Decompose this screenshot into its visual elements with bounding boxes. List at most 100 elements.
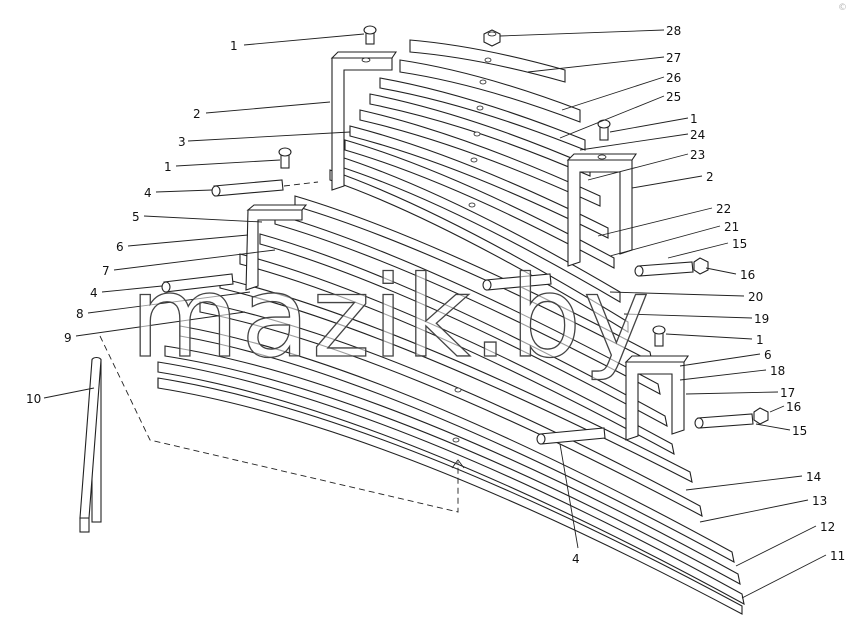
leader-lines xyxy=(43,29,827,599)
callout-24: 24 xyxy=(690,128,705,142)
callout-23: 23 xyxy=(690,148,705,162)
leaf-17 xyxy=(274,213,661,396)
clamp-mid-left xyxy=(245,204,308,291)
nut-body xyxy=(753,407,769,425)
callout-2: 2 xyxy=(193,107,201,121)
clamp-upper-right xyxy=(566,153,638,267)
callout-26: 26 xyxy=(666,71,681,85)
nut-28 xyxy=(483,29,501,47)
assembly-arrow xyxy=(451,459,465,469)
callout-15: 15 xyxy=(732,237,747,251)
leaf-19 xyxy=(329,169,629,333)
callout-14: 14 xyxy=(806,470,821,484)
bolt-1-lower xyxy=(652,325,666,347)
callout-16: 16 xyxy=(740,268,755,282)
callout-25: 25 xyxy=(666,90,681,104)
leaf-11 xyxy=(157,361,745,606)
callout-21: 21 xyxy=(724,220,739,234)
clamp-top xyxy=(330,51,398,59)
callout-12: 12 xyxy=(820,520,835,534)
center-hole xyxy=(484,57,492,63)
callout-5: 5 xyxy=(132,210,140,224)
pin-end xyxy=(634,265,644,277)
pin-4-bottom xyxy=(536,427,606,445)
clamp-upper-left xyxy=(330,51,398,191)
bolt-thread xyxy=(79,517,90,533)
pin-center-upper xyxy=(482,273,552,291)
callout-28: 28 xyxy=(666,24,681,38)
pin-15-upper xyxy=(634,261,694,277)
callout-4: 4 xyxy=(144,186,152,200)
nut-body xyxy=(693,257,709,275)
leaf-14 xyxy=(219,277,693,484)
leaf-20 xyxy=(337,155,621,303)
leaf-12 xyxy=(164,345,741,586)
leaf-24 xyxy=(369,93,591,177)
callout-6: 6 xyxy=(764,348,772,362)
center-hole xyxy=(479,79,487,85)
clamp-body xyxy=(625,361,685,441)
center-hole xyxy=(468,202,476,208)
center-hole xyxy=(470,157,478,163)
callout-9: 9 xyxy=(64,331,72,345)
center-hole xyxy=(454,387,462,393)
callout-1: 1 xyxy=(756,333,764,347)
clamp-lower-right xyxy=(624,355,690,441)
pin-15-lower xyxy=(694,413,754,429)
callout-labels: 1 2 3 1 4 5 6 7 4 8 9 10 28 27 26 25 1 2… xyxy=(26,24,845,566)
callout-19: 19 xyxy=(754,312,769,326)
pin-body xyxy=(213,179,284,197)
callout-11: 11 xyxy=(830,549,845,563)
callout-15: 15 xyxy=(792,424,807,438)
corner-mark: © xyxy=(838,3,847,13)
bolt-1-left xyxy=(278,147,292,169)
leaf-23 xyxy=(359,109,601,207)
leaf-13a xyxy=(199,301,703,518)
pin-end xyxy=(211,185,221,197)
leaf-15 xyxy=(239,253,675,456)
callout-4: 4 xyxy=(572,552,580,566)
nut-16-upper xyxy=(693,257,709,275)
clamp-top xyxy=(624,355,690,363)
leaf-16 xyxy=(259,233,668,428)
leaf-26 xyxy=(399,59,581,123)
nut-16-lower xyxy=(753,407,769,425)
assembly-path xyxy=(99,335,459,513)
leaf-11-lower xyxy=(157,377,743,615)
callout-6: 6 xyxy=(116,240,124,254)
leaf-13 xyxy=(179,325,735,564)
pin-axis xyxy=(283,181,319,187)
clamp-top xyxy=(246,204,308,211)
callout-10: 10 xyxy=(26,392,41,406)
callout-7: 7 xyxy=(102,264,110,278)
clamp-hole xyxy=(597,154,607,160)
callout-13: 13 xyxy=(812,494,827,508)
watermark: mazik.by xyxy=(130,253,651,383)
bolt-outline xyxy=(79,359,102,519)
bolt-head xyxy=(363,25,377,35)
rear-leaf-pack xyxy=(329,39,629,333)
bolt-head xyxy=(278,147,292,157)
callout-8: 8 xyxy=(76,307,84,321)
center-hole xyxy=(452,437,460,443)
pin-end xyxy=(482,279,492,291)
bolt-head xyxy=(652,325,666,335)
callout-1: 1 xyxy=(164,160,172,174)
center-hole xyxy=(476,105,484,111)
callout-3: 3 xyxy=(178,135,186,149)
callout-20: 20 xyxy=(748,290,763,304)
bolt-1-right xyxy=(597,119,611,141)
pin-end xyxy=(161,281,171,293)
leaf-25 xyxy=(379,77,586,151)
pin-4-upper xyxy=(211,179,319,197)
leaf-22 xyxy=(349,125,609,239)
pin-body xyxy=(697,413,754,429)
callout-27: 27 xyxy=(666,51,681,65)
callout-17: 17 xyxy=(780,386,795,400)
callout-18: 18 xyxy=(770,364,785,378)
bolt-head xyxy=(597,119,611,129)
pin-4-mid xyxy=(161,273,234,293)
callout-4: 4 xyxy=(90,286,98,300)
callout-16: 16 xyxy=(786,400,801,414)
